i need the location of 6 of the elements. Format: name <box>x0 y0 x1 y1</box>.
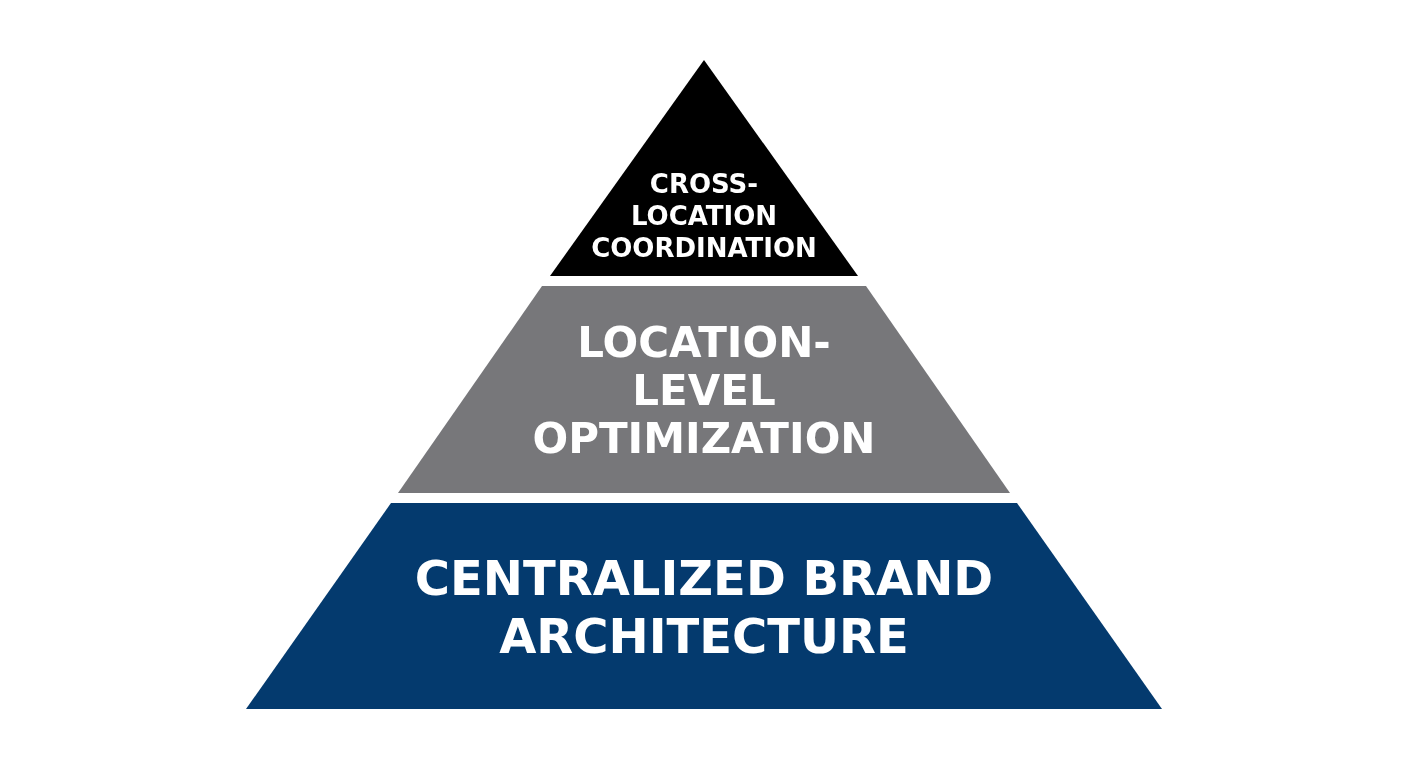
tier-label: CENTRALIZED BRAND ARCHITECTURE <box>413 550 995 666</box>
tier-label: CROSS- LOCATION COORDINATION <box>590 169 818 265</box>
pyramid-tier <box>398 286 1010 493</box>
tier-label: LOCATION-LEVEL OPTIMIZATION <box>531 318 877 464</box>
pyramid-tier <box>550 60 858 276</box>
pyramid-tier <box>246 503 1162 709</box>
